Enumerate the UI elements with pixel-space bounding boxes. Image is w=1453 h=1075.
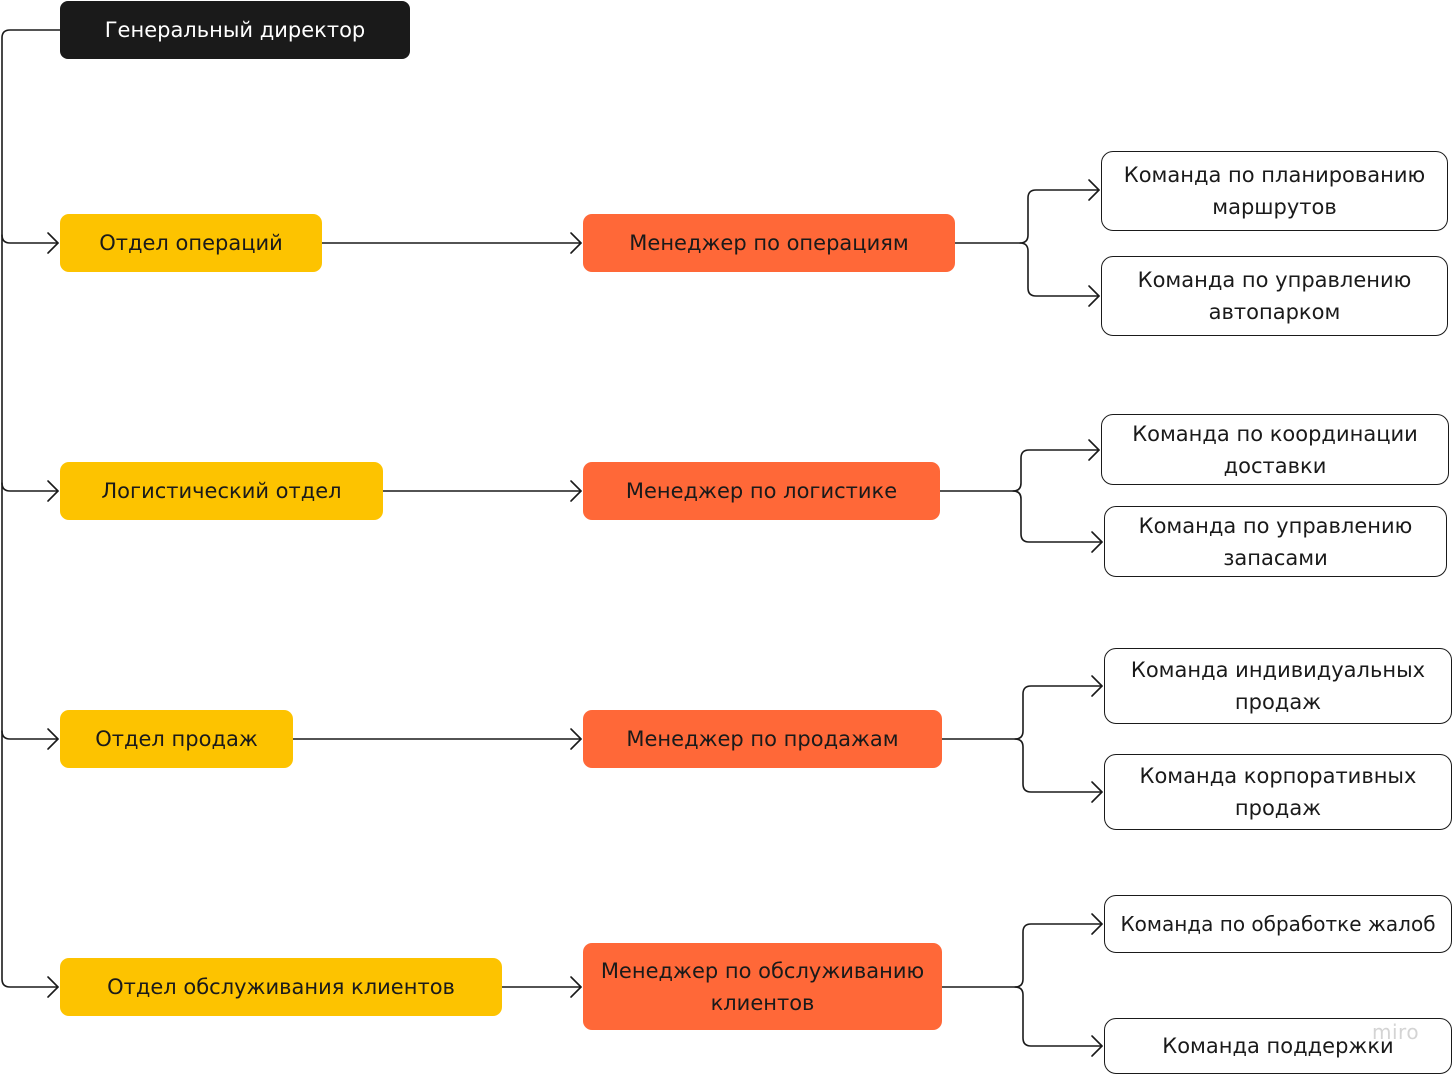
arrowhead	[570, 480, 582, 502]
ceo-node[interactable]: Генеральный директор	[60, 1, 410, 59]
manager-node-operations[interactable]: Менеджер по операциям	[583, 214, 955, 272]
arrowhead	[1088, 439, 1100, 461]
department-node-logistics[interactable]: Логистический отдел	[60, 462, 383, 520]
arrowhead	[1091, 531, 1103, 553]
arrowhead	[47, 976, 59, 998]
manager-node-customer-service[interactable]: Менеджер по обслуживанию клиентов	[583, 943, 942, 1030]
arrowhead	[570, 976, 582, 998]
arrowhead	[47, 728, 59, 750]
manager-team-connector	[954, 189, 1100, 244]
trunk-branch-1	[1, 234, 59, 244]
department-label: Отдел обслуживания клиентов	[107, 975, 455, 999]
manager-team-connector	[1014, 986, 1103, 1047]
manager-team-connector	[1014, 738, 1103, 793]
arrowhead	[47, 480, 59, 502]
manager-node-logistics[interactable]: Менеджер по логистике	[583, 462, 940, 520]
team-label: Команда по управлению запасами	[1138, 513, 1413, 570]
manager-label: Менеджер по операциям	[629, 231, 909, 255]
team-node-complaint-handling[interactable]: Команда по обработке жалоб	[1104, 895, 1452, 953]
arrowhead	[1091, 675, 1103, 697]
team-node-individual-sales[interactable]: Команда индивидуальных продаж	[1104, 648, 1452, 724]
team-node-corporate-sales[interactable]: Команда корпоративных продаж	[1104, 754, 1452, 830]
manager-label: Менеджер по логистике	[625, 479, 898, 503]
team-label: Команда поддержки	[1162, 1034, 1394, 1058]
department-node-operations[interactable]: Отдел операций	[60, 214, 322, 272]
ceo-trunk-connector	[1, 29, 61, 988]
department-label: Отдел продаж	[95, 727, 258, 751]
department-node-customer-service[interactable]: Отдел обслуживания клиентов	[60, 958, 502, 1016]
team-node-support[interactable]: Команда поддержки	[1104, 1018, 1452, 1074]
manager-node-sales[interactable]: Менеджер по продажам	[583, 710, 942, 768]
team-node-fleet-management[interactable]: Команда по управлению автопарком	[1101, 256, 1448, 336]
department-label: Логистический отдел	[101, 479, 342, 503]
manager-label: Менеджер по продажам	[626, 727, 899, 751]
team-node-delivery-coordination[interactable]: Команда по координации доставки	[1101, 414, 1449, 485]
arrowhead	[1091, 781, 1103, 803]
team-label: Команда по управлению автопарком	[1137, 268, 1412, 324]
miro-watermark: miro	[1372, 1020, 1420, 1044]
arrowhead	[1091, 913, 1103, 935]
manager-team-connector	[939, 449, 1100, 492]
arrowhead	[570, 728, 582, 750]
trunk-branch-2	[1, 482, 59, 492]
team-label: Команда по координации доставки	[1132, 421, 1418, 478]
manager-team-connector	[941, 923, 1103, 988]
team-label: Команда по планированию маршрутов	[1123, 163, 1426, 219]
ceo-label: Генеральный директор	[104, 18, 366, 42]
arrowhead	[1088, 285, 1100, 307]
team-label: Команда индивидуальных продаж	[1130, 658, 1426, 714]
arrowhead	[570, 232, 582, 254]
manager-label: Менеджер по обслуживанию клиентов	[600, 958, 925, 1015]
team-node-route-planning[interactable]: Команда по планированию маршрутов	[1101, 151, 1448, 231]
arrowhead	[1088, 179, 1100, 201]
team-label: Команда корпоративных продаж	[1139, 764, 1417, 820]
department-node-sales[interactable]: Отдел продаж	[60, 710, 293, 768]
team-label: Команда по обработке жалоб	[1120, 912, 1436, 936]
manager-team-connector	[1012, 490, 1103, 543]
arrowhead	[1091, 1035, 1103, 1057]
team-node-inventory-management[interactable]: Команда по управлению запасами	[1104, 506, 1447, 577]
department-label: Отдел операций	[99, 231, 283, 255]
arrowhead	[47, 232, 59, 254]
trunk-branch-3	[1, 730, 59, 740]
manager-team-connector	[1019, 242, 1100, 297]
manager-team-connector	[941, 685, 1103, 740]
